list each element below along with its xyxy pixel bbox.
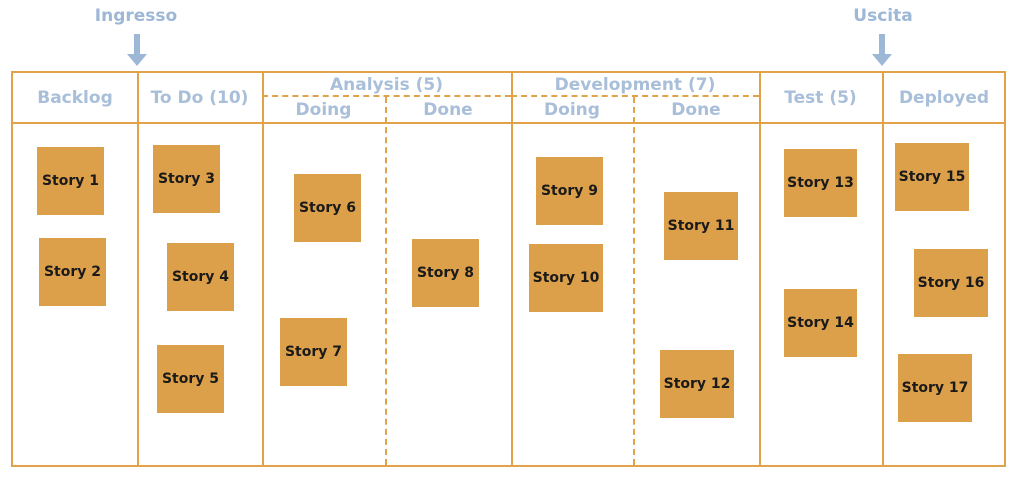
story-card[interactable]: Story 1 <box>37 147 104 215</box>
story-card[interactable]: Story 4 <box>167 243 234 311</box>
column-test-title: Test (5) <box>784 88 857 108</box>
column-divider <box>511 73 513 465</box>
story-card[interactable]: Story 17 <box>898 354 972 422</box>
analysis-subheader-divider <box>262 95 511 97</box>
story-card[interactable]: Story 6 <box>294 174 361 242</box>
analysis-subcolumn-divider <box>385 97 387 465</box>
story-card[interactable]: Story 8 <box>412 239 479 307</box>
story-card[interactable]: Story 14 <box>784 289 857 357</box>
story-card[interactable]: Story 9 <box>536 157 603 225</box>
story-card[interactable]: Story 2 <box>39 238 106 306</box>
story-card[interactable]: Story 13 <box>784 149 857 217</box>
exit-marker-label: Uscita <box>853 6 913 26</box>
development-subheader-divider <box>511 95 759 97</box>
header-divider <box>13 122 1004 124</box>
column-development-doing-title: Doing <box>544 100 600 120</box>
story-card[interactable]: Story 12 <box>660 350 734 418</box>
column-analysis-title: Analysis (5) <box>330 75 443 95</box>
column-divider <box>882 73 884 465</box>
column-backlog-title: Backlog <box>37 88 113 108</box>
column-development-done-title: Done <box>671 100 721 120</box>
development-subcolumn-divider <box>633 97 635 465</box>
story-card[interactable]: Story 15 <box>895 143 969 211</box>
column-divider <box>137 73 139 465</box>
column-deployed-title: Deployed <box>898 88 990 108</box>
kanban-board: Backlog To Do (10) Analysis (5) Doing Do… <box>11 71 1006 467</box>
column-divider <box>262 73 264 465</box>
story-card[interactable]: Story 3 <box>153 145 220 213</box>
story-card[interactable]: Story 11 <box>664 192 738 260</box>
story-card[interactable]: Story 7 <box>280 318 347 386</box>
story-card[interactable]: Story 10 <box>529 244 603 312</box>
column-analysis-done-title: Done <box>423 100 473 120</box>
column-analysis-doing-title: Doing <box>295 100 352 120</box>
column-todo-title: To Do (10) <box>150 88 249 108</box>
entry-marker-label: Ingresso <box>94 6 178 26</box>
story-card[interactable]: Story 5 <box>157 345 224 413</box>
column-divider <box>759 73 761 465</box>
story-card[interactable]: Story 16 <box>914 249 988 317</box>
column-development-title: Development (7) <box>554 75 716 95</box>
